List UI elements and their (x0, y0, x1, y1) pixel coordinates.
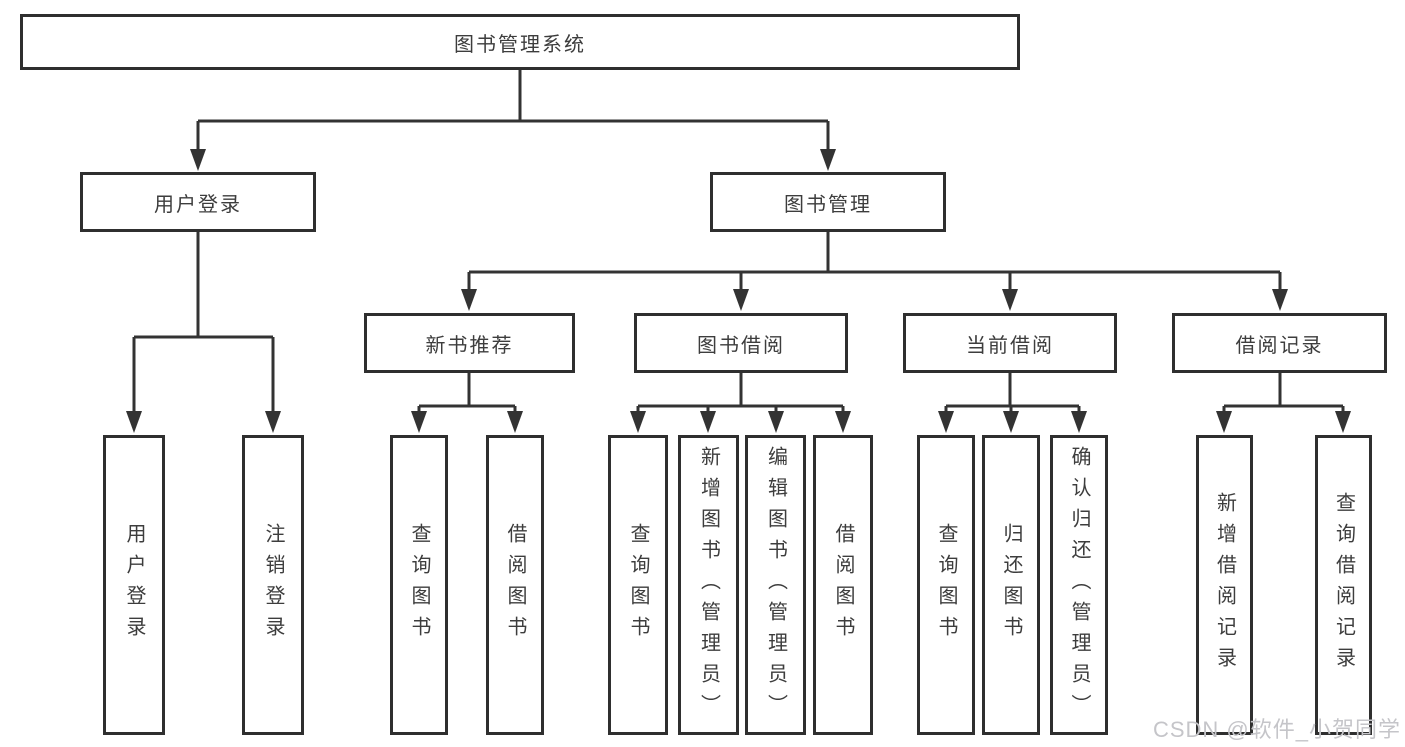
leaf-query-books-current: 查询图书 (917, 435, 975, 735)
leaf-add-books-admin: 新增图书（管理员） (678, 435, 739, 735)
leaf-label: 用户登录 (123, 523, 145, 647)
leaf-label: 新增图书（管理员） (697, 445, 720, 725)
leaf-label: 注销登录 (262, 523, 284, 647)
node-label: 图书管理 (784, 193, 872, 216)
node-label: 图书管理系统 (454, 33, 586, 56)
node-book-borrowing: 图书借阅 (634, 313, 848, 373)
leaf-label: 查询图书 (935, 523, 957, 647)
leaf-label: 查询图书 (627, 523, 649, 647)
node-label: 新书推荐 (425, 334, 514, 357)
leaf-label: 查询图书 (408, 523, 430, 647)
node-borrowing-records: 借阅记录 (1172, 313, 1387, 373)
leaf-label: 确认归还（管理员） (1068, 445, 1090, 725)
node-label: 当前借阅 (966, 334, 1054, 357)
leaf-label: 新增借阅记录 (1213, 492, 1236, 678)
leaf-edit-books-admin: 编辑图书（管理员） (745, 435, 806, 735)
leaf-label: 归还图书 (1000, 523, 1022, 647)
leaf-borrow-books-recommend: 借阅图书 (486, 435, 544, 735)
node-user-login: 用户登录 (80, 172, 316, 232)
leaf-return-books: 归还图书 (982, 435, 1040, 735)
node-label: 用户登录 (154, 193, 242, 216)
node-current-borrowing: 当前借阅 (903, 313, 1117, 373)
leaf-query-books-borrowing: 查询图书 (608, 435, 668, 735)
leaf-query-borrow-record: 查询借阅记录 (1315, 435, 1372, 735)
leaf-label: 借阅图书 (832, 523, 854, 647)
node-label: 借阅记录 (1235, 334, 1324, 357)
leaf-label: 编辑图书（管理员） (764, 445, 787, 725)
leaf-user-login: 用户登录 (103, 435, 165, 735)
leaf-add-borrow-record: 新增借阅记录 (1196, 435, 1253, 735)
csdn-watermark: CSDN @软件_小贺同学 (1152, 717, 1401, 742)
node-new-book-recommend: 新书推荐 (364, 313, 575, 373)
node-book-management: 图书管理 (710, 172, 946, 232)
node-root-library-system: 图书管理系统 (20, 14, 1020, 70)
leaf-query-books-recommend: 查询图书 (390, 435, 448, 735)
leaf-borrow-books: 借阅图书 (813, 435, 873, 735)
leaf-label: 借阅图书 (504, 523, 526, 647)
node-label: 图书借阅 (697, 334, 785, 357)
leaf-label: 查询借阅记录 (1332, 492, 1355, 678)
leaf-confirm-return-admin: 确认归还（管理员） (1050, 435, 1108, 735)
leaf-logout: 注销登录 (242, 435, 304, 735)
